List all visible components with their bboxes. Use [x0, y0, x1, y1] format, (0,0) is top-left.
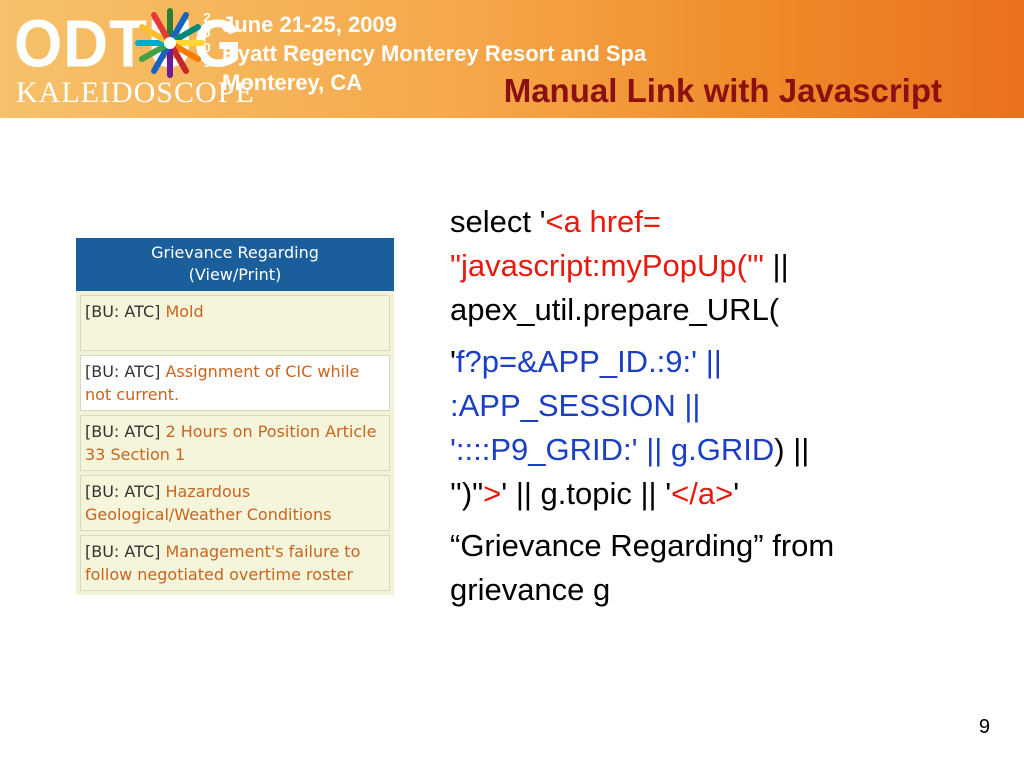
header-banner: ODTUG 2 0 0 9 KALEIDOSCOPE: [0, 0, 1024, 118]
slide-title: Manual Link with Javascript: [503, 72, 942, 109]
bu-label: [BU: ATC]: [85, 302, 166, 321]
report-row: [BU: ATC] Mold: [80, 295, 390, 351]
year-digits: 2 0 0 9: [203, 10, 211, 70]
grievance-topic-link[interactable]: Mold: [165, 302, 204, 321]
kaleidoscope-sunburst-icon: [135, 8, 205, 78]
code-paragraph-from: “Grievance Regarding” from grievance g: [450, 528, 835, 607]
bu-label: [BU: ATC]: [85, 362, 166, 381]
bu-label: [BU: ATC]: [85, 482, 166, 501]
grievance-topic-link[interactable]: Hazardous Geological/Weather Conditions: [85, 482, 332, 524]
event-venue: Hyatt Regency Monterey Resort and Spa: [222, 41, 647, 66]
report-row: [BU: ATC] Hazardous Geological/Weather C…: [80, 475, 390, 531]
event-location: Monterey, CA: [222, 70, 363, 95]
bu-label: [BU: ATC]: [85, 542, 166, 561]
report-header: Grievance Regarding (View/Print): [76, 238, 394, 291]
kaleidoscope-logo: KALEIDOSCOPE: [16, 76, 255, 109]
page-number: 9: [978, 716, 990, 738]
code-paragraph-url: 'f?p=&APP_ID.:9:' || :APP_SESSION || '::…: [450, 344, 810, 511]
report-row: [BU: ATC] Assignment of CIC while not cu…: [80, 355, 390, 411]
code-paragraph-select: select '<a href= "javascript:myPopUp('" …: [450, 204, 789, 327]
report-row: [BU: ATC] 2 Hours on Position Article 33…: [80, 415, 390, 471]
bu-label: [BU: ATC]: [85, 422, 166, 441]
event-info: June 21-25, 2009 Hyatt Regency Monterey …: [222, 10, 646, 97]
sql-code-block: select '<a href= "javascript:myPopUp('" …: [450, 200, 960, 612]
grievance-topic-link[interactable]: Assignment of CIC while not current.: [85, 362, 360, 404]
grievance-report: Grievance Regarding (View/Print) [BU: AT…: [76, 238, 394, 595]
report-row: [BU: ATC] Management's failure to follow…: [80, 535, 390, 591]
grievance-topic-link[interactable]: Management's failure to follow negotiate…: [85, 542, 361, 584]
grievance-topic-link[interactable]: 2 Hours on Position Article 33 Section 1: [85, 422, 377, 464]
event-dates: June 21-25, 2009: [222, 12, 397, 37]
